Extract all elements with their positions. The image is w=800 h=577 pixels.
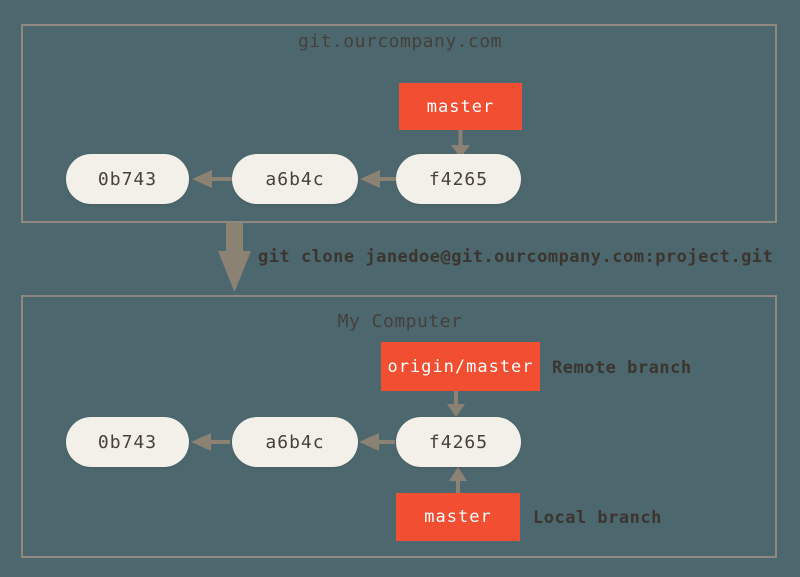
local-repo-box: [21, 295, 777, 558]
clone-command-text: git clone janedoe@git.ourcompany.com:pro…: [258, 247, 774, 267]
local-commit-node: 0b743: [66, 417, 189, 467]
remote-master-branch-tag: master: [399, 83, 522, 130]
remote-repo-box: [21, 24, 777, 223]
remote-commit-node: 0b743: [66, 154, 189, 204]
local-branch-annotation: Local branch: [533, 508, 662, 528]
remote-repo-title: git.ourcompany.com: [297, 31, 503, 52]
local-commit-node: f4265: [396, 417, 521, 467]
remote-commit-node: a6b4c: [232, 154, 358, 204]
origin-master-branch-tag: origin/master: [381, 342, 540, 391]
local-commit-node: a6b4c: [232, 417, 358, 467]
remote-commit-node: f4265: [396, 154, 521, 204]
clone-arrow-icon: [218, 223, 251, 292]
remote-branch-annotation: Remote branch: [552, 358, 692, 378]
local-repo-title: My Computer: [337, 311, 463, 332]
local-master-branch-tag: master: [396, 493, 520, 541]
